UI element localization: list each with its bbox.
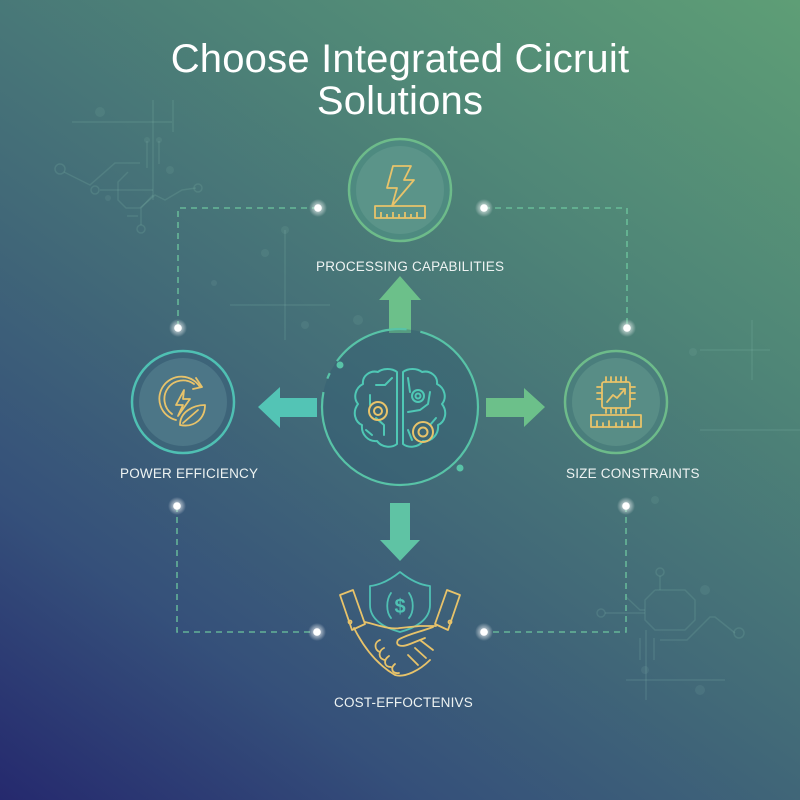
brain-gears-icon: [353, 368, 447, 448]
lightning-ruler-icon: [374, 165, 426, 219]
arrow-right-icon: [486, 388, 545, 427]
handshake-dollar-shield-icon: $: [339, 571, 461, 677]
page-title: Choose Integrated Cicruit Solutions: [0, 38, 800, 122]
title-line-2: Solutions: [316, 79, 484, 123]
title-line-1: Choose Integrated Cicruit: [170, 37, 630, 81]
arrow-left-icon: [258, 387, 317, 428]
svg-text:$: $: [394, 596, 405, 618]
label-cost-effectiveness: COST-EFFOCTENIVS: [334, 695, 473, 710]
label-processing-capabilities: PROCESSING CAPABILITIES: [316, 259, 505, 274]
arrow-down-icon: [380, 503, 420, 561]
chip-growth-ruler-icon: [590, 376, 642, 428]
arrow-up-icon: [379, 276, 421, 333]
power-leaf-cycle-icon: [158, 375, 206, 427]
label-size-constraints: SIZE CONSTRAINTS: [566, 466, 700, 481]
label-power-efficiency: POWER EFFICIENCY: [120, 466, 259, 481]
